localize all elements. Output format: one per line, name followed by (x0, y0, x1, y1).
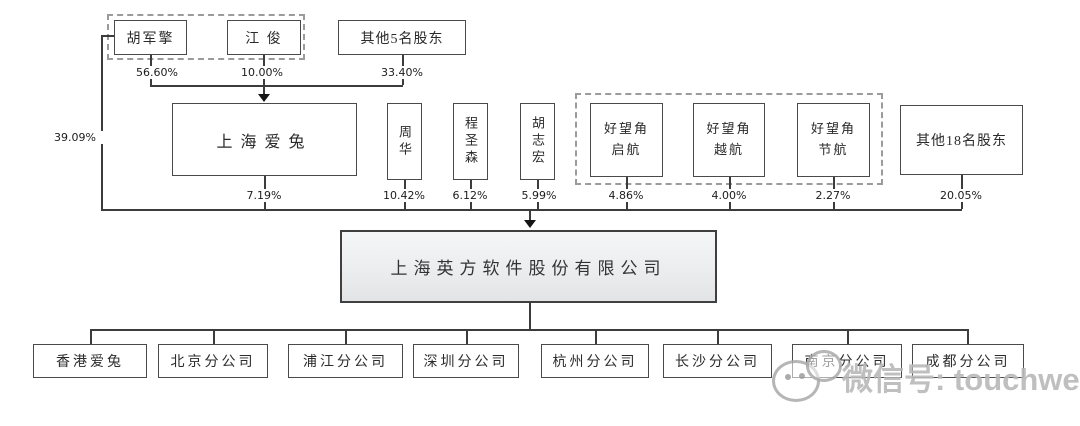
shareholder-box-jiang-jun: 江 俊 (227, 20, 301, 55)
pct-label-hu-zhihong: 5.99% (507, 189, 571, 202)
connector-line (595, 329, 597, 344)
shareholder-box-haowangjiao-qihang: 好望角启航 (590, 103, 663, 177)
connector-line (529, 209, 531, 221)
pct-label-hu-junqing: 56.60% (125, 66, 189, 79)
branch-box-chengdu: 成都分公司 (912, 344, 1024, 378)
main-company-box: 上海英方软件股份有限公司 (340, 230, 717, 303)
shareholder-box-other-5-shareholders: 其他5名股东 (338, 20, 466, 55)
connector-line (90, 329, 92, 344)
pct-label-jiang-jun: 10.00% (230, 66, 294, 79)
shareholder-box-hu-junqing: 胡军擎 (114, 20, 187, 55)
connector-line (717, 329, 719, 344)
connector-line (213, 329, 215, 344)
wechat-icon-eye (785, 374, 791, 380)
shareholder-label: 其他5名股东 (360, 31, 444, 47)
shareholder-label: 其他18名股东 (916, 134, 1007, 149)
arrow-down-icon (524, 220, 536, 228)
shareholder-box-zhou-hua: 周华 (387, 103, 422, 180)
shareholder-label: 周华 (397, 124, 412, 159)
branch-box-beijing: 北京分公司 (158, 344, 268, 378)
connector-line (345, 329, 347, 344)
concert-group-dashed-frame (107, 14, 305, 60)
branch-box-shenzhen: 深圳分公司 (413, 344, 519, 378)
shareholder-label: 程圣森 (463, 116, 478, 167)
arrow-down-icon (258, 94, 270, 102)
shareholder-label: 江 俊 (245, 31, 283, 47)
branch-box-hangzhou: 杭州分公司 (541, 344, 649, 378)
branch-label: 北京分公司 (170, 355, 256, 370)
wechat-icon-small-bubble (806, 350, 842, 382)
shareholder-label: 胡军擎 (126, 31, 175, 47)
pct-label-other-5: 33.40% (370, 66, 434, 79)
pct-label-cheng-shengsen: 6.12% (438, 189, 502, 202)
shareholder-label: 胡志宏 (530, 116, 545, 167)
connector-line (90, 329, 969, 331)
connector-line (263, 85, 265, 95)
shareholder-label: 好望角启航 (603, 121, 649, 157)
connector-line (529, 303, 531, 329)
pct-label-haowangjiao-qihang: 4.86% (594, 189, 658, 202)
shareholder-box-haowangjiao-jiehang: 好望角节航 (797, 103, 870, 177)
wechat-icon-eye (799, 373, 805, 379)
connector-line (466, 329, 468, 344)
branch-label: 香港爱兔 (56, 355, 124, 370)
wechat-watermark: 微信号: touchweb (758, 342, 1080, 412)
shareholder-label: 好望角越航 (706, 121, 752, 157)
branch-box-hongkong-aitu: 香港爱兔 (33, 344, 147, 378)
pct-label-other-18: 20.05% (929, 189, 993, 202)
branch-label: 长沙分公司 (675, 355, 760, 370)
connector-line (967, 329, 969, 344)
watermark-text: 微信号: touchweb (842, 362, 1080, 397)
shareholder-box-cheng-shengsen: 程圣森 (453, 103, 488, 180)
pct-label-zhou-hua: 10.42% (372, 189, 436, 202)
branch-label: 成都分公司 (925, 355, 1011, 370)
branch-box-changsha: 长沙分公司 (663, 344, 772, 378)
branch-label: 深圳分公司 (423, 355, 509, 370)
shareholder-box-haowangjiao-yuehang: 好望角越航 (693, 103, 765, 177)
pct-label-shanghai-aitu: 7.19% (232, 189, 296, 202)
shareholder-label: 好望角节航 (810, 121, 856, 157)
pct-label-haowangjiao-jiehang: 2.27% (801, 189, 865, 202)
connector-line (847, 329, 849, 344)
shareholder-box-shanghai-aitu: 上海爱兔 (172, 103, 357, 176)
connector-line (150, 85, 403, 87)
main-company-label: 上海英方软件股份有限公司 (390, 259, 667, 278)
connector-line (101, 35, 114, 37)
connector-line (101, 35, 103, 210)
shareholder-box-other-18-shareholders: 其他18名股东 (900, 105, 1023, 175)
branch-box-pujiang: 浦江分公司 (288, 344, 403, 378)
connector-line (101, 209, 962, 211)
pct-label-direct-holding: 39.09% (43, 131, 107, 144)
shareholder-box-hu-zhihong: 胡志宏 (520, 103, 555, 180)
branch-label: 浦江分公司 (303, 355, 388, 370)
shareholder-label: 上海爱兔 (216, 133, 313, 151)
branch-label: 杭州分公司 (552, 355, 638, 370)
pct-label-haowangjiao-yuehang: 4.00% (697, 189, 761, 202)
